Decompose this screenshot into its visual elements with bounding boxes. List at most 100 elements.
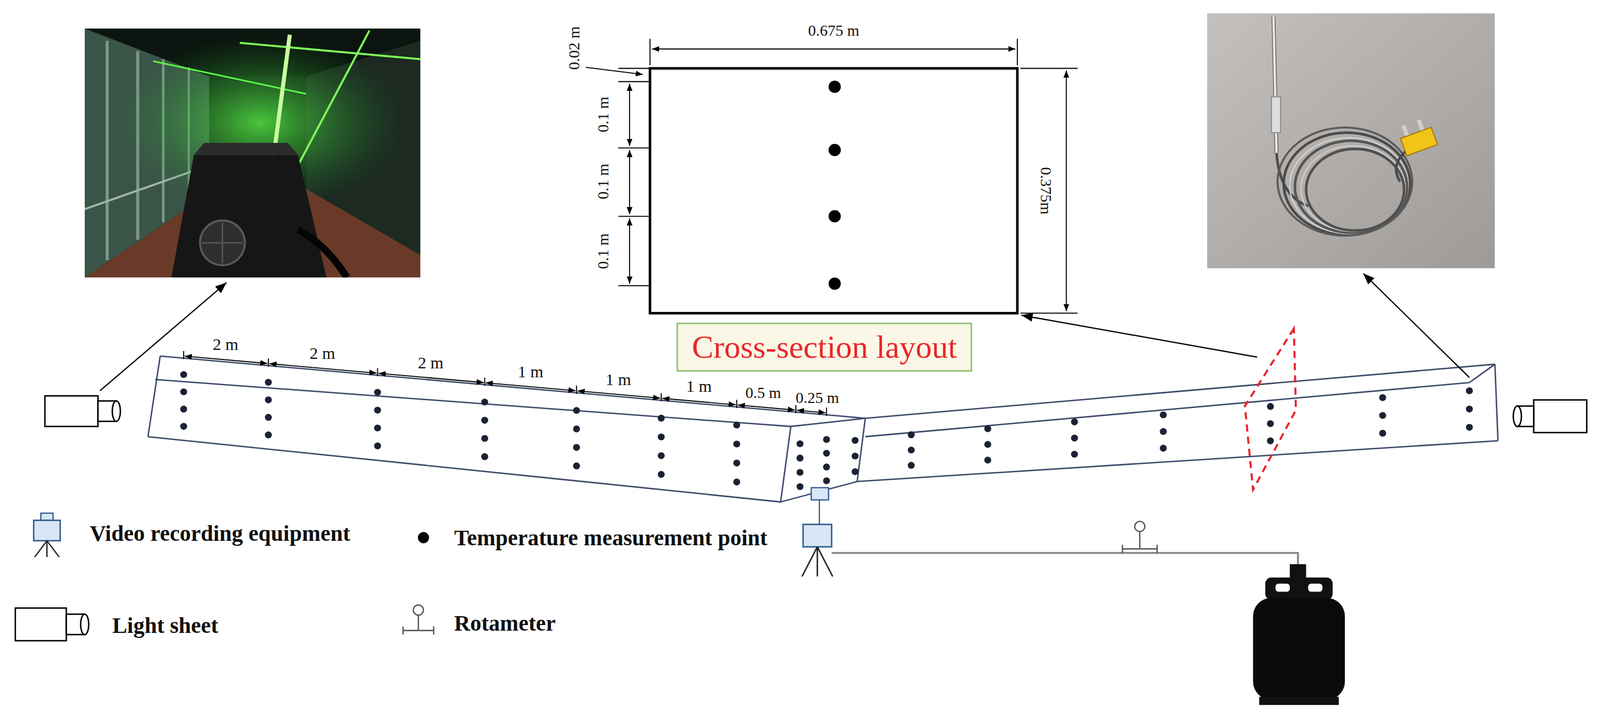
- temperature-point: [823, 477, 830, 484]
- cross-section: [585, 38, 1078, 314]
- temperature-point: [573, 425, 580, 432]
- illustration-part: [1020, 68, 1078, 70]
- temperature-point: [796, 454, 804, 462]
- illustration-part: [1277, 127, 1412, 237]
- illustration-part: [828, 277, 842, 290]
- dimension-label: 0.5 m: [745, 385, 782, 401]
- temperature-point: [1070, 418, 1078, 426]
- temperature-point: [907, 462, 915, 469]
- temperature-point: [265, 396, 272, 403]
- illustration-part: [585, 67, 643, 75]
- illustration-part: [1275, 583, 1291, 593]
- illustration-part: [1469, 364, 1496, 383]
- illustration-part: [147, 436, 781, 502]
- illustration-part: [1294, 140, 1407, 233]
- temperature-point: [657, 433, 665, 441]
- dimension-label: 0.02 m: [566, 26, 583, 70]
- temperature-point: [984, 425, 992, 432]
- temperature-point: [373, 406, 381, 414]
- illustration-part: [298, 229, 348, 278]
- illustration-part: [1122, 548, 1157, 550]
- dimension-arrow: [184, 356, 268, 364]
- illustration-part: [46, 540, 48, 557]
- illustration-part: [1139, 531, 1141, 549]
- dimension-label: 0.675 m: [808, 22, 860, 39]
- illustration-part: [221, 222, 224, 264]
- video-camera: [801, 487, 833, 577]
- illustration-part: [1400, 127, 1438, 156]
- gas-cylinder: [1252, 564, 1345, 705]
- temperature-point: [1266, 420, 1274, 427]
- illustration-part: [1020, 312, 1078, 314]
- illustration-part: [618, 68, 650, 70]
- illustration-part: [147, 356, 161, 437]
- temperature-point: [1466, 405, 1473, 413]
- illustration-part: [33, 520, 61, 541]
- temperature-point: [851, 452, 859, 460]
- illustration-part: [803, 524, 832, 547]
- dimension-label: 0.375m: [1038, 167, 1054, 215]
- illustration-part: [1271, 97, 1281, 133]
- temperature-point: [373, 424, 381, 432]
- temperature-point: [733, 421, 741, 429]
- illustration-part: [1513, 406, 1522, 427]
- leader-arrow: [1021, 315, 1257, 358]
- temperature-point: [984, 456, 992, 464]
- illustration-part: [1283, 132, 1411, 235]
- temperature-point: [1266, 402, 1274, 410]
- leader-arrow: [1363, 273, 1470, 378]
- illustration-part: [618, 215, 650, 218]
- dimension-tick: [575, 385, 578, 395]
- illustration-part: [433, 626, 435, 635]
- illustration-part: [112, 400, 121, 422]
- legend-video-icon: [33, 513, 61, 558]
- illustration-part: [1134, 521, 1145, 532]
- illustration-part: [417, 614, 419, 631]
- illustration-part: [650, 68, 1018, 314]
- illustration-part: [193, 142, 299, 156]
- temperature-point: [180, 388, 187, 396]
- temperature-point: [265, 378, 272, 386]
- temperature-point: [823, 449, 830, 457]
- temperature-point: [481, 453, 488, 460]
- illustration-part: [1289, 564, 1306, 579]
- illustration-part: [811, 487, 829, 501]
- dimension-label: 2 m: [212, 335, 239, 353]
- light-sheet-icon: [1513, 400, 1588, 433]
- illustration-part: [1300, 145, 1406, 232]
- temperature-point: [481, 416, 488, 424]
- legend-text: Temperature measurement point: [454, 526, 768, 550]
- illustration-part: [628, 150, 631, 215]
- illustration-part: [171, 155, 327, 278]
- illustration-part: [199, 220, 245, 266]
- temperature-point: [481, 434, 488, 442]
- illustration-part: [817, 546, 833, 577]
- temperature-point: [373, 388, 381, 396]
- temperature-point: [733, 459, 741, 466]
- temperature-point: [1266, 437, 1274, 445]
- dimension-label: 0.1 m: [595, 164, 612, 200]
- legend-text: Rotameter: [454, 612, 556, 635]
- light-sheet-icon: [44, 395, 120, 427]
- leader-arrow: [99, 282, 227, 391]
- illustration-part: [828, 210, 842, 223]
- illustration-part: [628, 218, 631, 284]
- temperature-point: [1070, 434, 1078, 442]
- illustration-part: [1308, 583, 1323, 593]
- illustration-part: [105, 40, 109, 261]
- gas-pipe: [831, 553, 1299, 568]
- dimension-label: 1 m: [686, 377, 713, 395]
- dimension-label: 0.25 m: [795, 390, 840, 406]
- dimension-arrow: [378, 373, 484, 383]
- illustration-part: [618, 80, 650, 83]
- dimension-arrow: [269, 363, 377, 374]
- temperature-point: [796, 483, 804, 490]
- illustration-part: [413, 604, 424, 615]
- legend-light-sheet-icon: [15, 608, 89, 641]
- temperature-point: [1159, 411, 1167, 418]
- illustration-part: [857, 440, 1498, 482]
- dimension-label: 0.1 m: [595, 96, 612, 133]
- legend-rotameter-icon: [402, 604, 434, 635]
- temperature-point: [1466, 387, 1473, 395]
